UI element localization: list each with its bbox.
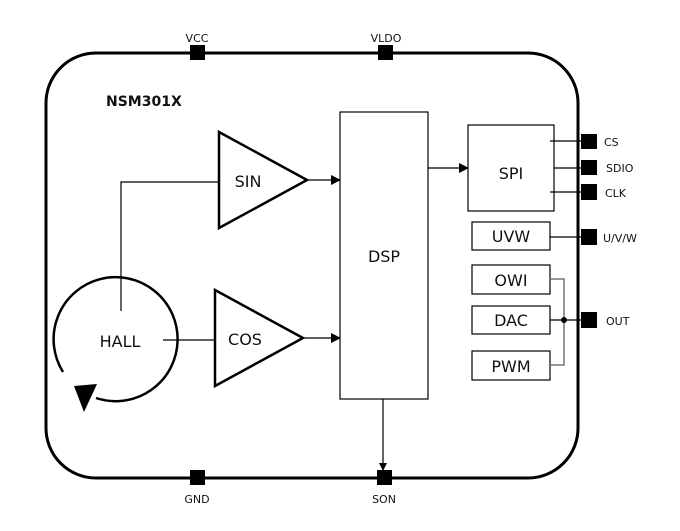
pin-vcc: VCC (186, 32, 209, 60)
cos-amplifier: COS (213, 287, 306, 389)
pin-vldo-label: VLDO (371, 32, 402, 45)
pin-uvw: U/V/W (581, 229, 637, 245)
hall-rotation-arrow-icon (74, 384, 97, 412)
junction-dot (561, 317, 567, 323)
pin-sdio: SDIO (581, 160, 634, 175)
cos-amplifier-triangle (213, 287, 306, 389)
dsp-label: DSP (368, 247, 400, 266)
hall-label: HALL (100, 332, 141, 351)
pin-vcc-pad (190, 45, 205, 60)
pin-son-label: SON (372, 493, 396, 506)
pin-vldo: VLDO (371, 32, 402, 60)
pin-sdio-label: SDIO (606, 162, 634, 175)
dac-label: DAC (494, 311, 528, 330)
owi-box (471, 264, 551, 295)
hall-sensor: HALL (52, 275, 179, 412)
sin-label: SIN (235, 172, 262, 191)
pin-gnd-pad (190, 470, 205, 485)
pin-son-pad (377, 470, 392, 485)
pin-son: SON (372, 470, 396, 506)
wire-hall-sin (120, 181, 219, 311)
uvw-box (471, 221, 551, 251)
pin-cs-pad (581, 134, 597, 149)
pin-uvw-pad (581, 229, 597, 245)
pin-vcc-label: VCC (186, 32, 209, 45)
wire-owi-bus (550, 278, 565, 320)
sin-amplifier-triangle (217, 129, 310, 231)
hall-rotation-arc (52, 275, 179, 403)
dac-block: DAC (471, 305, 551, 335)
pin-out-label: OUT (606, 315, 630, 328)
chip-outline (44, 51, 580, 480)
pin-gnd-label: GND (184, 493, 209, 506)
pin-clk-pad (581, 184, 597, 200)
dsp-block: DSP (339, 111, 429, 400)
pin-gnd: GND (184, 470, 210, 506)
pin-out-pad (581, 312, 597, 328)
pin-cs-label: CS (604, 136, 619, 149)
sin-amplifier: SIN (217, 129, 310, 231)
dac-box (471, 305, 551, 335)
pin-clk-label: CLK (605, 187, 627, 200)
pin-uvw-label: U/V/W (603, 232, 637, 245)
spi-label: SPI (499, 164, 524, 183)
spi-box (467, 124, 555, 212)
pin-vldo-pad (378, 45, 393, 60)
owi-label: OWI (494, 271, 527, 290)
pwm-label: PWM (491, 357, 530, 376)
pin-out: OUT (581, 312, 630, 328)
owi-block: OWI (471, 264, 551, 295)
wire-pwm-bus (550, 320, 565, 366)
pwm-box (471, 350, 551, 381)
pwm-block: PWM (471, 350, 551, 381)
pin-clk: CLK (581, 184, 627, 200)
uvw-block: UVW (471, 221, 551, 251)
cos-label: COS (228, 330, 262, 349)
dsp-box (339, 111, 429, 400)
spi-block: SPI (467, 124, 555, 212)
chip-title: NSM301X (106, 94, 182, 110)
pin-sdio-pad (581, 160, 597, 175)
uvw-label: UVW (492, 227, 531, 246)
pin-cs: CS (581, 134, 619, 149)
